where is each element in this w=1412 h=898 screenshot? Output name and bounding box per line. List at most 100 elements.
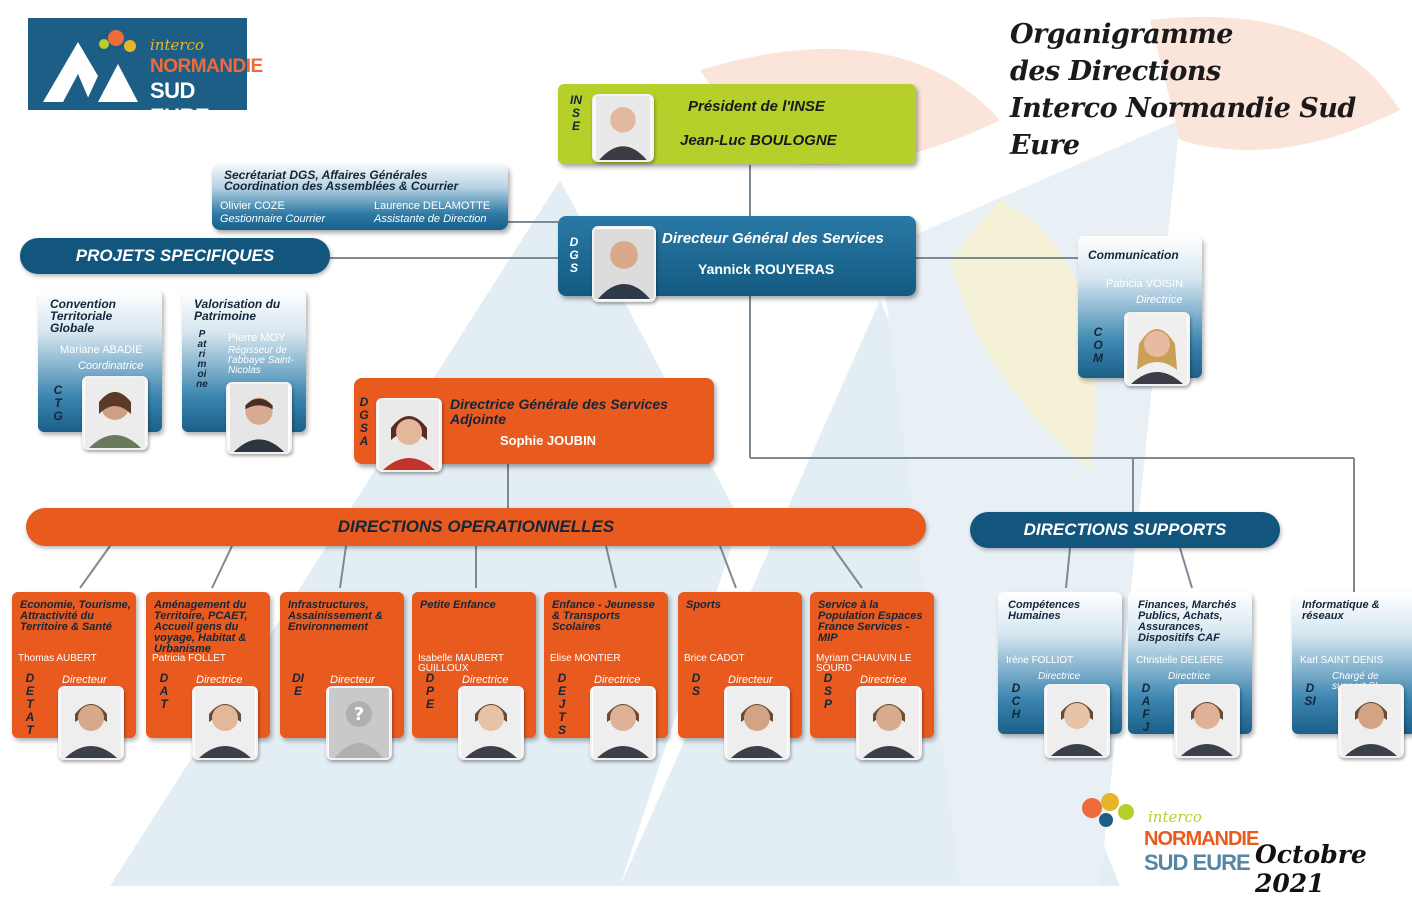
page-title: Organigramme des Directions Interco Norm…	[1010, 16, 1400, 164]
communication-card: Communication Patricia VOISIN Directrice…	[1078, 236, 1202, 386]
support-card-tag: DCH	[1011, 681, 1021, 721]
title-line-2: des Directions	[1010, 56, 1221, 87]
dgs-tag: DGS	[569, 235, 579, 275]
operational-card-tag: DSP	[823, 671, 833, 711]
secretariat-person-2-name: Laurence DELAMOTTE	[374, 200, 491, 212]
dgsa-box: DGSA Directrice Générale des Services Ad…	[354, 378, 714, 472]
projets-specifiques-banner: PROJETS SPECIFIQUES	[20, 238, 330, 274]
ctg-photo	[82, 376, 148, 450]
operational-card-title: Petite Enfance	[420, 599, 496, 611]
operational-card-tag: DEJTS	[557, 671, 567, 737]
operational-card: Service à la Population Espaces France S…	[810, 592, 934, 760]
operational-card-title: Infrastructures, Assainissement & Enviro…	[288, 599, 383, 633]
patrimoine-tag: Patrimoine	[196, 329, 208, 390]
dgsa-photo	[376, 398, 442, 472]
patrimoine-photo	[226, 382, 292, 454]
dgs-box: DGS Directeur Général des Services Yanni…	[558, 216, 916, 302]
operational-card-photo: ?	[326, 686, 392, 760]
patrimoine-name: Pierre MOY	[228, 332, 286, 344]
operational-card-name: Isabelle MAUBERT GUILLOUX	[418, 653, 504, 674]
president-role: Président de l'INSE	[688, 98, 825, 115]
support-card: Finances, Marchés Publics, Achats, Assur…	[1128, 592, 1252, 758]
ctg-card: Convention Territoriale Globale Mariane …	[38, 290, 162, 450]
dgsa-role-line-2: Adjointe	[450, 411, 506, 427]
operational-card-photo	[458, 686, 524, 760]
operational-card-photo	[856, 686, 922, 760]
secretariat-person-1-role: Gestionnaire Courrier	[220, 213, 326, 225]
operational-card-role: Directeur	[62, 674, 107, 686]
communication-title: Communication	[1088, 248, 1179, 262]
operational-card-title: Sports	[686, 599, 721, 611]
directions-operationnelles-banner: DIRECTIONS OPERATIONNELLES	[26, 508, 926, 546]
secretariat-person-2-role: Assistante de Direction	[374, 213, 487, 225]
operational-card-name: Brice CADOT	[684, 653, 745, 664]
operational-card-tag: DAT	[159, 671, 169, 711]
operational-card-role: Directrice	[196, 674, 243, 686]
footer-logo-sud-eure: SUD EURE	[1144, 850, 1251, 875]
footer-logo: interco NORMANDIE SUD EURE	[1072, 790, 1259, 882]
secretariat-title-2: Coordination des Assemblées & Courrier	[224, 179, 459, 193]
support-card-photo	[1174, 684, 1240, 758]
operational-card-title: Service à la Population Espaces France S…	[818, 599, 923, 644]
interco-logo: interco NORMANDIE SUD EURE	[28, 18, 263, 129]
support-card-name: Karl SAINT DENIS	[1300, 655, 1384, 666]
support-card-role: Directrice	[1038, 671, 1081, 682]
support-card-photo	[1338, 684, 1404, 758]
operational-card-tag: DPE	[425, 671, 435, 711]
operational-card-role: Directrice	[860, 674, 907, 686]
operational-card-photo	[724, 686, 790, 760]
operational-card: Enfance - Jeunesse & Transports Scolaire…	[544, 592, 668, 760]
operational-card-title: Enfance - Jeunesse & Transports Scolaire…	[552, 599, 655, 633]
operational-card: Economie, Tourisme, Attractivité du Terr…	[12, 592, 136, 760]
logo-text-interco: interco	[150, 36, 204, 54]
dgs-photo	[592, 226, 656, 302]
operational-card: Aménagement du Territoire, PCAET, Accuei…	[146, 592, 270, 760]
secretariat-person-1-name: Olivier COZE	[220, 200, 285, 212]
dgsa-tag: DGSA	[359, 395, 369, 448]
operational-card-name: Patricia FOLLET	[152, 653, 226, 664]
operational-card-photo	[58, 686, 124, 760]
operational-card-role: Directrice	[462, 674, 509, 686]
communication-tag: COM	[1093, 325, 1103, 365]
president-photo	[592, 94, 654, 162]
support-card-tag: DSI	[1304, 681, 1316, 708]
communication-photo	[1124, 312, 1190, 386]
operational-card-name: Thomas AUBERT	[18, 653, 97, 664]
operational-card-role: Directeur	[728, 674, 773, 686]
ctg-name: Mariane ABADIE	[60, 344, 143, 356]
operational-card: Infrastructures, Assainissement & Enviro…	[280, 592, 404, 760]
operational-card-tag: DIE	[292, 671, 304, 698]
operational-card-title: Economie, Tourisme, Attractivité du Terr…	[20, 599, 131, 633]
communication-role: Directrice	[1136, 294, 1183, 306]
communication-name: Patricia VOISIN	[1106, 278, 1184, 290]
dgsa-role-line-1: Directrice Générale des Services	[450, 396, 668, 412]
footer-logo-normandie: NORMANDIE	[1144, 828, 1259, 850]
patrimoine-title: Valorisation du Patrimoine	[194, 297, 281, 323]
title-line-1: Organigramme	[1010, 19, 1233, 50]
ctg-title: Convention Territoriale Globale	[50, 297, 116, 335]
logo-text-normandie: NORMANDIE	[150, 56, 263, 77]
support-card-photo	[1044, 684, 1110, 758]
operational-card-tag: DS	[691, 671, 701, 698]
logo-text-sud-eure: SUD EURE	[150, 78, 210, 129]
dgs-role: Directeur Général des Services	[662, 230, 884, 247]
patrimoine-role: Régisseur de l'abbaye Saint-Nicolas	[228, 345, 294, 376]
president-box: INSE Président de l'INSE Jean-Luc BOULOG…	[558, 84, 916, 164]
operational-card-photo	[192, 686, 258, 760]
svg-text:?: ?	[354, 704, 364, 725]
operational-card-tag: DETAT	[25, 671, 35, 737]
president-tag: INSE	[570, 93, 582, 133]
operational-card-role: Directrice	[594, 674, 641, 686]
footer-logo-interco: interco	[1148, 808, 1202, 826]
secretariat-title-1: Secrétariat DGS, Affaires Générales	[224, 168, 428, 182]
support-card-title: Compétences Humaines	[1008, 599, 1081, 622]
support-card-name: Irène FOLLIOT	[1006, 655, 1074, 666]
ctg-role: Coordinatrice	[78, 360, 144, 372]
footer-logo-mark-icon	[1082, 793, 1134, 827]
president-name: Jean-Luc BOULOGNE	[680, 132, 837, 149]
operational-card-photo	[590, 686, 656, 760]
